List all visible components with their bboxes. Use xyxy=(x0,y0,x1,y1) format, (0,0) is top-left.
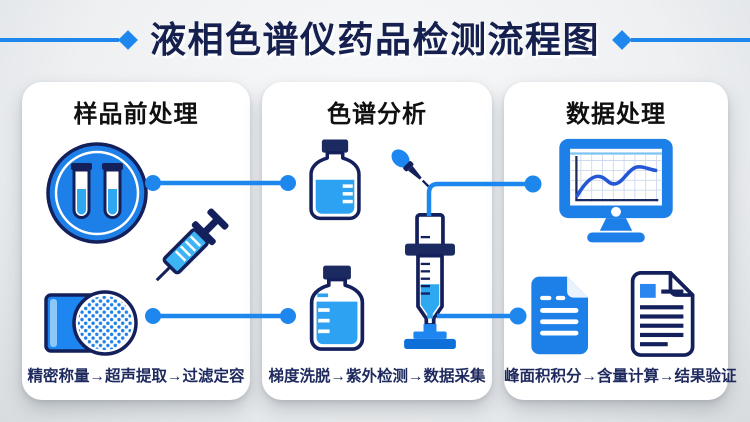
reagent-bottle-full-icon xyxy=(309,265,365,351)
panel-data-processing: 数据处理 xyxy=(504,82,737,400)
test-tubes-badge-icon xyxy=(46,142,148,244)
panel-title: 样品前处理 xyxy=(73,101,199,128)
panel-steps: 精密称量→超声提取→过滤定容 xyxy=(27,368,245,385)
reagent-bottle-icon xyxy=(309,139,361,221)
report-filled-icon xyxy=(531,276,589,355)
report-outline-icon xyxy=(630,271,695,357)
panel-chromatography-analysis: 色谱分析 xyxy=(262,82,492,400)
panel-title: 色谱分析 xyxy=(327,101,427,128)
filter-membrane-icon xyxy=(44,290,138,356)
title-decoration xyxy=(0,30,750,50)
monitor-chromatogram-icon xyxy=(559,138,673,243)
page-title: 液相色谱仪药品检测流程图 xyxy=(149,19,600,60)
panel-steps: 峰面积积分→含量计算→结果验证 xyxy=(504,368,737,385)
dropper-icon xyxy=(391,149,430,188)
panel-sample-pretreatment: 样品前处理 xyxy=(22,82,250,400)
panel-title: 数据处理 xyxy=(566,101,666,128)
syringe-icon xyxy=(155,208,229,282)
chromatography-column-icon xyxy=(404,213,456,350)
panel-steps: 梯度洗脱→紫外检测→数据采集 xyxy=(268,368,486,385)
